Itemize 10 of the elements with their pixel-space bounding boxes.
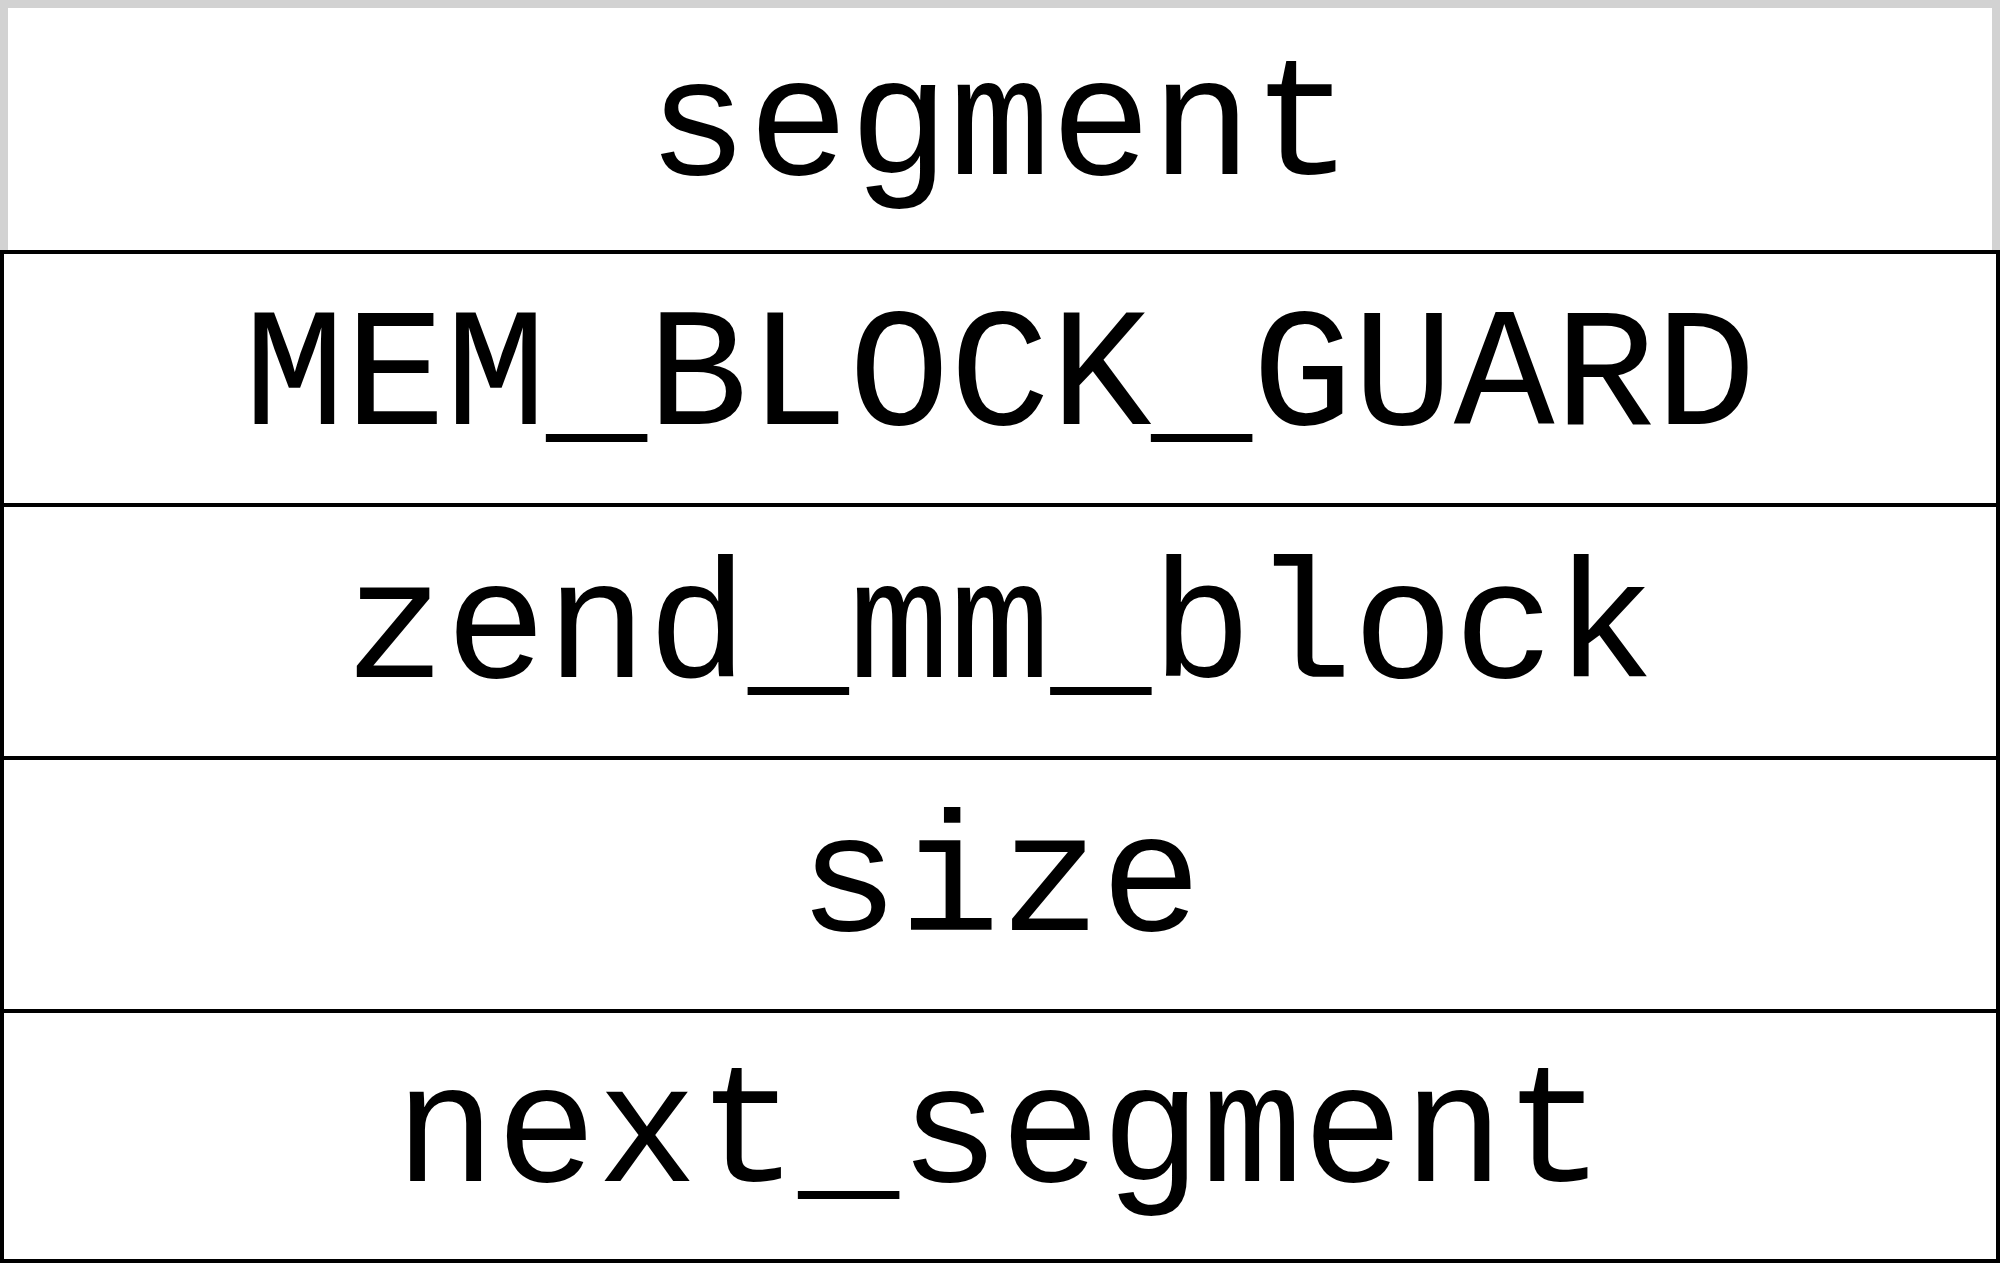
field-name: next_segment xyxy=(395,1052,1605,1220)
field-row xyxy=(0,1009,2000,1263)
header-label: segment xyxy=(647,45,1353,213)
header-cell xyxy=(0,0,2000,250)
field-name: zend_mm_block xyxy=(344,547,1656,716)
field-name: MEM_BLOCK_GUARD xyxy=(243,294,1757,463)
field-row xyxy=(0,250,2000,503)
field-row xyxy=(0,503,2000,756)
field-row xyxy=(0,756,2000,1009)
field-name: size xyxy=(798,800,1202,969)
